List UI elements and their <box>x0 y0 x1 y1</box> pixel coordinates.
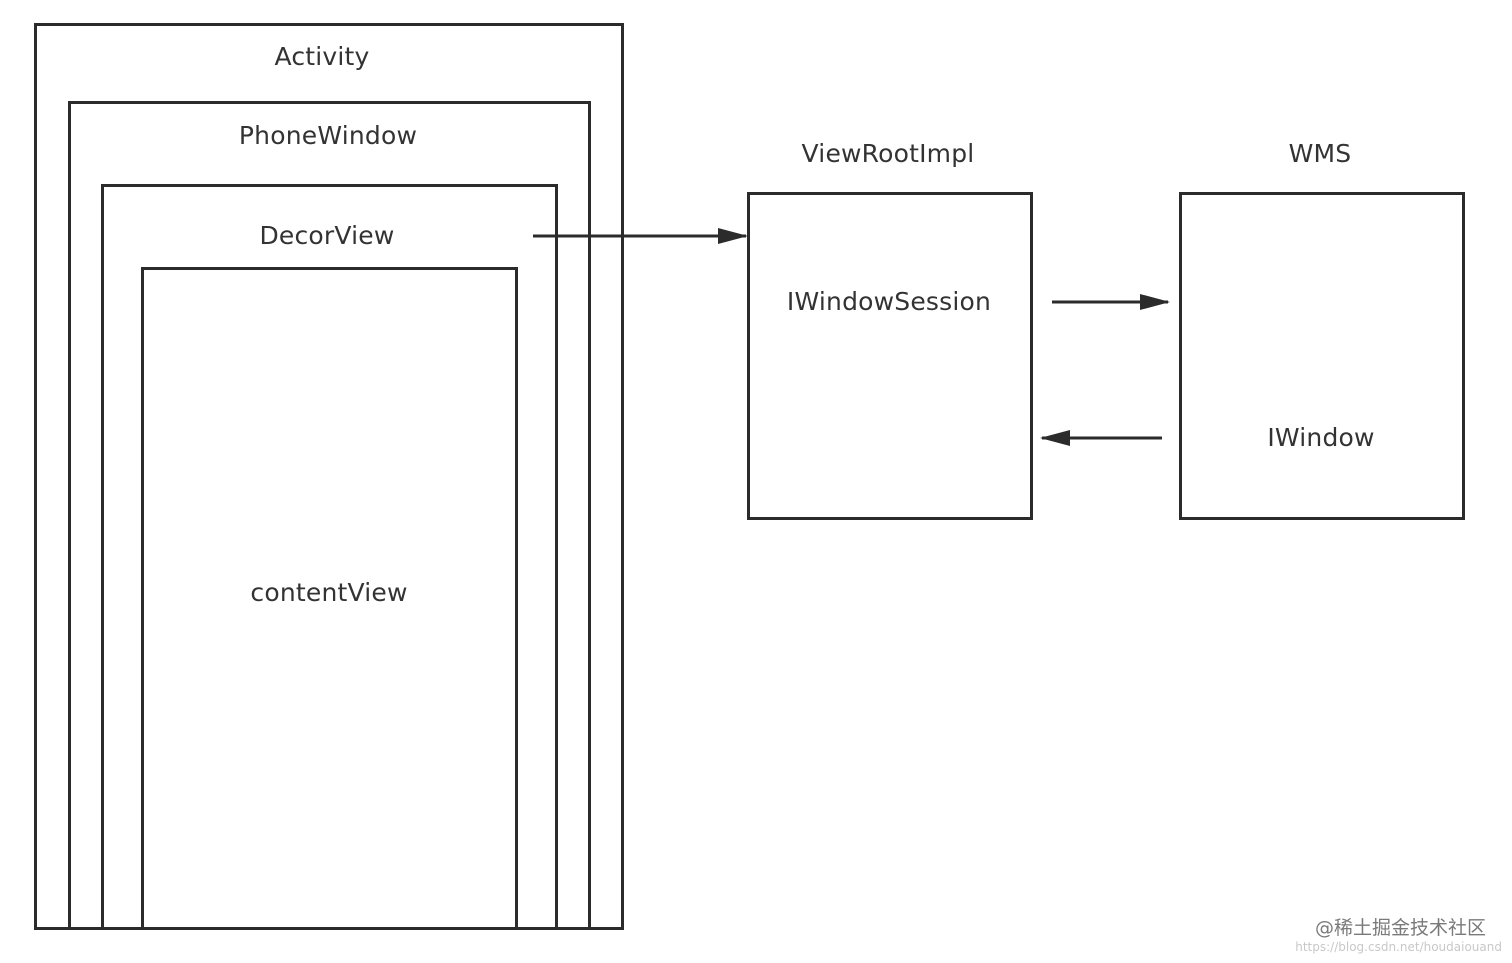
view-root-impl-box <box>747 192 1033 520</box>
iwindow-label: IWindow <box>1267 423 1375 452</box>
content-view-box <box>141 267 518 930</box>
wms-box <box>1179 192 1465 520</box>
phone-window-label: PhoneWindow <box>238 121 418 150</box>
view-root-impl-label: ViewRootImpl <box>801 139 975 168</box>
activity-label: Activity <box>274 42 370 71</box>
decor-view-box <box>101 184 558 930</box>
phone-window-box <box>68 101 591 930</box>
decor-view-label: DecorView <box>259 221 395 250</box>
watermark-text: @稀土掘金技术社区 <box>1314 917 1486 939</box>
wms-label: WMS <box>1288 139 1352 168</box>
content-view-label: contentView <box>250 578 408 607</box>
iwindow-session-label: IWindowSession <box>786 287 992 316</box>
watermark-url: https://blog.csdn.net/houdaiouand <box>1295 940 1502 954</box>
activity-box <box>34 23 624 930</box>
